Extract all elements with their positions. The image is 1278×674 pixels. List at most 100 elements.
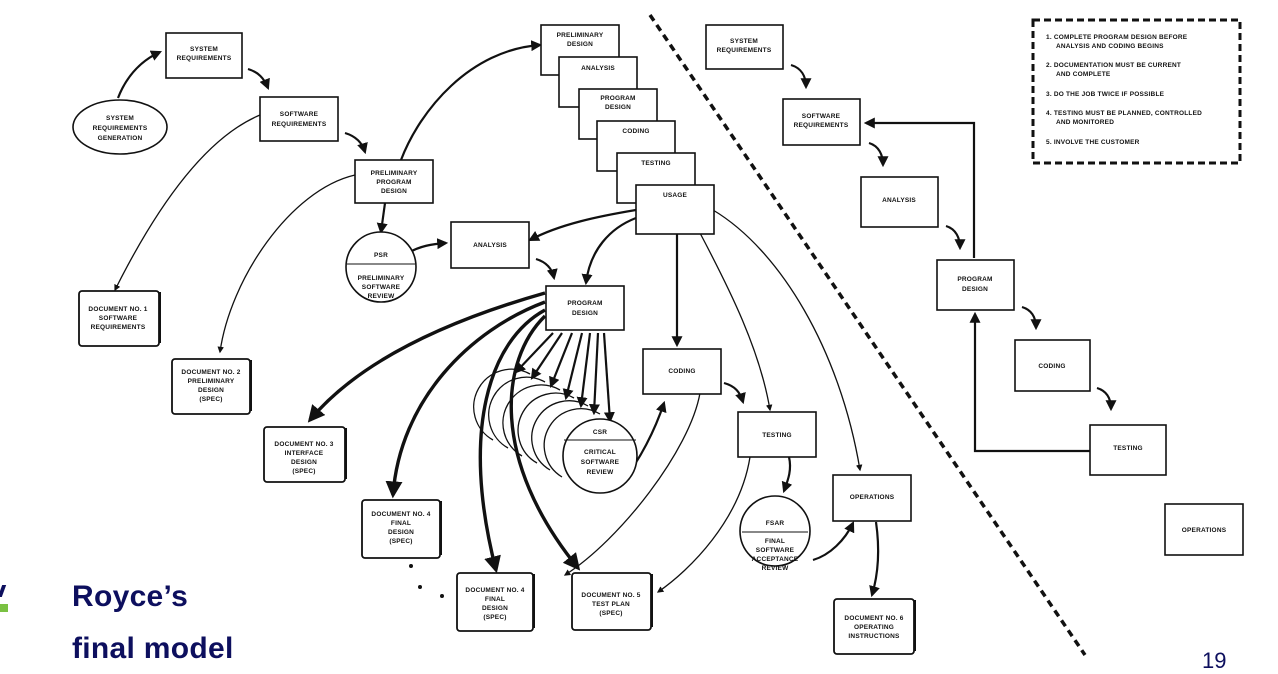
node-label: PROGRAM: [957, 276, 992, 283]
logo-stroke: [0, 585, 7, 597]
review-arc: [517, 392, 575, 464]
node-label: TESTING: [641, 160, 671, 167]
document-label: DESIGN: [388, 529, 414, 536]
r-node-operations: OPERATIONS: [1164, 503, 1244, 556]
document-label: OPERATING: [854, 624, 894, 631]
edge-r-analysis-to-pd: [945, 224, 966, 251]
node-label: CODING: [1038, 363, 1065, 370]
node-label: SYSTEM: [730, 38, 758, 45]
node-label: GENERATION: [98, 135, 143, 142]
r-node-analysis: ANALYSIS: [860, 176, 939, 228]
node-abbr: PSR: [374, 252, 388, 259]
edge-sysgen-to-sysreq: [116, 50, 163, 99]
document-label: PRELIMINARY: [188, 378, 235, 385]
review-circle-stack: [473, 368, 601, 478]
document-label: DOCUMENT NO. 4: [371, 511, 430, 518]
pilot-stack: PRELIMINARY DESIGN ANALYSIS PROGRAM DESI…: [540, 24, 715, 235]
edge-usage-to-analysis: [528, 208, 637, 242]
node-abbr: FSAR: [766, 520, 785, 527]
edge-pd-fan: [602, 332, 615, 424]
node-software-requirements: SOFTWARE REQUIREMENTS: [259, 96, 339, 142]
document-label: DESIGN: [291, 459, 317, 466]
review-arc: [473, 368, 531, 441]
document-label: DOCUMENT NO. 3: [274, 441, 333, 448]
edge-testing-to-doc5: [656, 456, 751, 593]
edge-coding-to-doc4b: [563, 392, 701, 576]
node-label: SOFTWARE: [362, 284, 401, 291]
edge-swreq-to-ppd: [344, 131, 368, 155]
right-edges: [790, 63, 1117, 453]
review-arc: [502, 384, 561, 457]
document-label: TEST PLAN: [592, 601, 630, 608]
document-label: FINAL: [391, 520, 411, 527]
document-label: DESIGN: [482, 605, 508, 612]
edge-r-swreq-to-analysis: [868, 141, 889, 168]
logo-fragment: [0, 585, 8, 615]
edge-r-testing-to-pd-feedback: [969, 311, 1090, 453]
edge-swreq-to-doc1: [114, 114, 261, 292]
node-label: SYSTEM: [190, 46, 218, 53]
node-label: CRITICAL: [584, 449, 616, 456]
node-label: DESIGN: [962, 286, 988, 293]
node-operations: OPERATIONS: [832, 474, 912, 522]
node-critical-software-review: CSR CRITICAL SOFTWARE REVIEW: [562, 418, 638, 494]
document-label: DOCUMENT NO. 4: [465, 587, 524, 594]
edge-ppd-to-psr: [376, 202, 388, 235]
node-abbr: CSR: [593, 429, 607, 436]
ellipsis-dot: [418, 585, 422, 589]
document-label: DOCUMENT NO. 6: [844, 615, 903, 622]
document-4-a: DOCUMENT NO. 4 FINAL DESIGN (SPEC): [361, 499, 442, 559]
review-arc: [543, 408, 601, 478]
node-label: ANALYSIS: [473, 242, 507, 249]
edge-pd-to-doc4b: [478, 308, 546, 574]
ellipsis-dot: [409, 564, 413, 568]
node-label: PRELIMINARY: [557, 32, 604, 39]
document-label: (SPEC): [483, 614, 506, 621]
node-label: FINAL: [765, 538, 785, 545]
node-label: ACCEPTANCE: [752, 556, 799, 563]
document-6: DOCUMENT NO. 6 OPERATING INSTRUCTIONS: [833, 598, 916, 655]
r-node-system-requirements: SYSTEM REQUIREMENTS: [705, 24, 784, 70]
edge-pd-to-doc4a: [385, 300, 546, 499]
node-preliminary-software-review: PSR PRELIMINARY SOFTWARE REVIEW: [345, 231, 417, 303]
node-label: TESTING: [762, 432, 792, 439]
rule-3-line-1: 3. DO THE JOB TWICE IF POSSIBLE: [1046, 91, 1165, 98]
edge-ppd-to-doc2: [217, 174, 356, 354]
edge-analysis-to-pd: [535, 257, 558, 281]
edge-pd-fan: [562, 332, 584, 401]
document-label: FINAL: [485, 596, 505, 603]
node-label: ANALYSIS: [581, 65, 615, 72]
ellipsis-dot: [440, 594, 444, 598]
node-label: OPERATIONS: [850, 494, 895, 501]
node-label: SYSTEM: [106, 115, 134, 122]
edge-pd-fan: [530, 332, 563, 380]
document-label: DOCUMENT NO. 2: [181, 369, 240, 376]
edge-r-coding-to-testing: [1096, 386, 1117, 412]
logo-green-bar: [0, 604, 8, 612]
divider-line: [648, 14, 1087, 656]
document-label: INSTRUCTIONS: [848, 633, 900, 640]
node-label: SOFTWARE: [280, 111, 319, 118]
node-label: PROGRAM: [376, 179, 411, 186]
document-label: DOCUMENT NO. 1: [88, 306, 147, 313]
edge-pd-fan: [549, 332, 574, 389]
document-label: SOFTWARE: [99, 315, 138, 322]
edge-fsar-to-operations: [812, 521, 855, 562]
edge-r-sysreq-to-swreq: [790, 63, 812, 90]
document-label: (SPEC): [292, 468, 315, 475]
rule-2-line-1: 2. DOCUMENTATION MUST BE CURRENT: [1046, 62, 1181, 69]
review-arc: [488, 376, 546, 449]
edge-usage-to-operations: [712, 209, 863, 472]
node-system-requirements: SYSTEM REQUIREMENTS: [165, 32, 243, 79]
node-label: SOFTWARE: [756, 547, 795, 554]
edge-sysreq-to-swreq: [247, 67, 270, 91]
edge-r-pd-to-coding: [1021, 305, 1042, 331]
page-number: 19: [1202, 648, 1227, 673]
node-label: CODING: [668, 368, 695, 375]
rule-4-line-2: AND MONITORED: [1056, 119, 1114, 126]
document-4-b: DOCUMENT NO. 4 FINAL DESIGN (SPEC): [456, 572, 535, 632]
document-5: DOCUMENT NO. 5 TEST PLAN (SPEC): [571, 572, 653, 631]
edge-psr-to-analysis: [407, 238, 449, 254]
edge-operations-to-doc6: [869, 521, 880, 598]
